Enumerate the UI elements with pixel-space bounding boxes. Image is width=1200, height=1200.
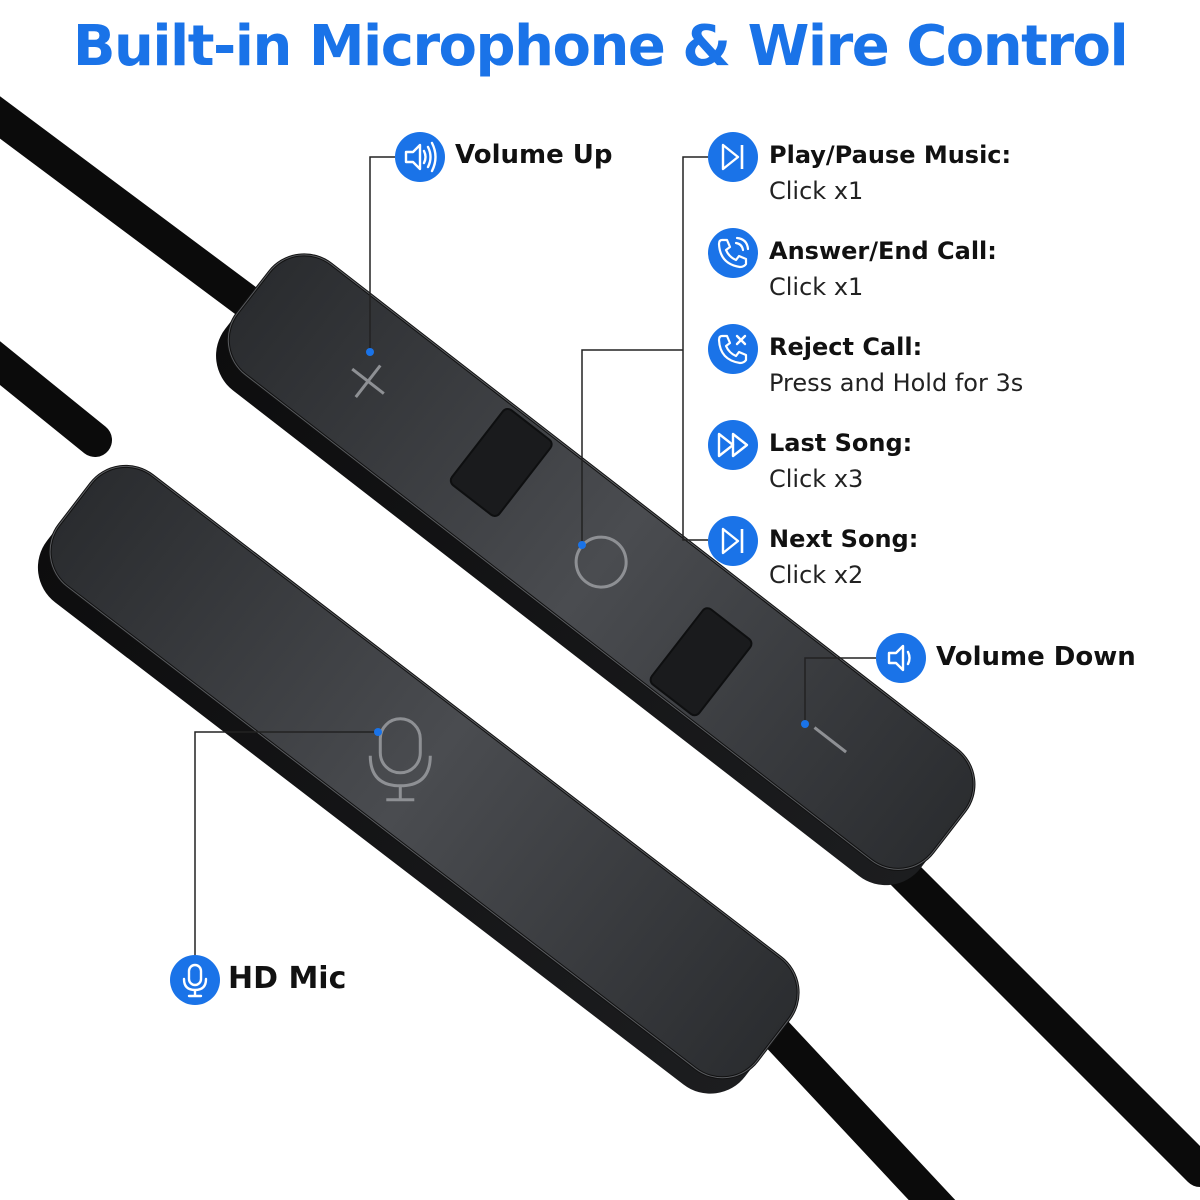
remote-control-left [37, 464, 800, 1094]
phone-call-icon [708, 228, 758, 278]
next-song-callout: Next Song: Click x2 [769, 521, 918, 593]
play-pause-icon [708, 132, 758, 182]
play-pause-callout: Play/Pause Music: Click x1 [769, 137, 1011, 209]
rewind-icon [708, 420, 758, 470]
reject-call-label: Reject Call: [769, 333, 923, 361]
leader-dots [366, 348, 809, 736]
volume-down-button[interactable] [813, 726, 847, 754]
next-track-icon [708, 516, 758, 566]
page-title: Built-in Microphone & Wire Control [72, 14, 1129, 79]
answer-end-label: Answer/End Call: [769, 237, 997, 265]
leader-lines [194, 156, 876, 955]
answer-end-callout: Answer/End Call: Click x1 [769, 233, 997, 305]
answer-end-action: Click x1 [769, 273, 864, 301]
button-groove-bottom [649, 607, 753, 717]
button-groove-top [449, 407, 553, 517]
last-song-callout: Last Song: Click x3 [769, 425, 912, 497]
hd-mic-label: HD Mic [228, 961, 347, 996]
phone-reject-icon [708, 324, 758, 374]
reject-call-action: Press and Hold for 3s [769, 369, 1024, 397]
reject-call-callout: Reject Call: Press and Hold for 3s [769, 329, 1023, 401]
next-song-label: Next Song: [769, 525, 919, 553]
speaker-quiet-icon [876, 633, 926, 683]
next-song-action: Click x2 [769, 561, 864, 589]
play-pause-action: Click x1 [769, 177, 864, 205]
play-pause-label: Play/Pause Music: [769, 141, 1012, 169]
last-song-action: Click x3 [769, 465, 864, 493]
microphone-icon [170, 955, 220, 1005]
last-song-label: Last Song: [769, 429, 913, 457]
volume-up-label: Volume Up [455, 140, 613, 170]
mic-emblem-icon [368, 717, 432, 802]
cables [0, 96, 1200, 1200]
speaker-loud-icon [395, 132, 445, 182]
remote-control-right [216, 253, 976, 886]
volume-down-label: Volume Down [936, 642, 1136, 672]
volume-up-button[interactable] [340, 353, 396, 409]
